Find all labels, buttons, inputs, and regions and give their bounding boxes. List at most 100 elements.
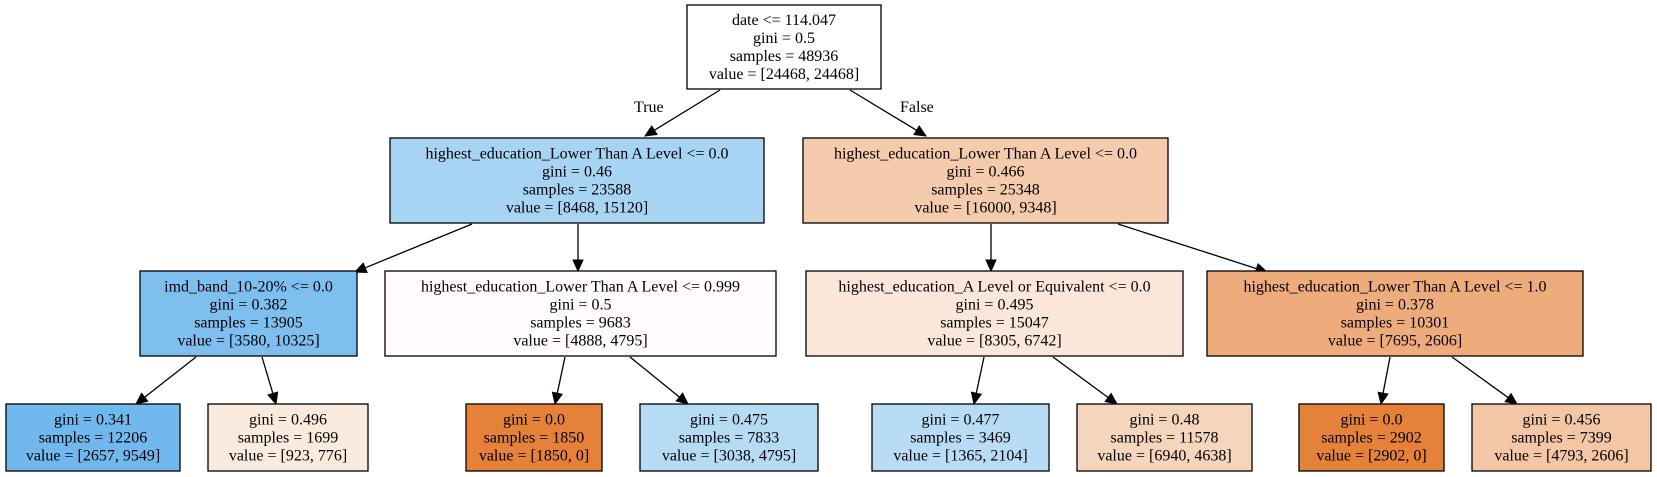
edge-label: False: [900, 99, 934, 116]
node-box: [1076, 403, 1253, 472]
arrowhead-icon: [1104, 392, 1118, 405]
arrowhead-icon: [135, 392, 149, 405]
node-box: [5, 403, 181, 472]
tree-node-n6: highest_education_Lower Than A Level <= …: [1206, 270, 1584, 357]
node-line: gini = 0.378: [1356, 297, 1434, 314]
node-line: samples = 11578: [1111, 430, 1219, 447]
node-line: value = [6940, 4638]: [1097, 448, 1231, 465]
node-line: samples = 1699: [238, 430, 339, 447]
node-line: value = [923, 776]: [229, 448, 347, 465]
tree-node-n2: highest_education_Lower Than A Level <= …: [802, 137, 1169, 224]
node-line: samples = 2902: [1321, 430, 1422, 447]
edge-n0-n1: True: [634, 89, 721, 137]
node-line: samples = 9683: [530, 315, 631, 332]
node-line: gini = 0.5: [550, 297, 612, 314]
node-box: [871, 403, 1050, 472]
arrowhead-icon: [675, 392, 689, 405]
tree-node-n4: highest_education_Lower Than A Level <= …: [384, 270, 777, 357]
node-line: samples = 15047: [940, 315, 1049, 332]
node-line: samples = 10301: [1341, 315, 1450, 332]
edge-line: [261, 356, 274, 394]
node-box: [1206, 270, 1584, 357]
edge-line: [1052, 356, 1109, 399]
arrowhead-icon: [1377, 391, 1389, 406]
node-line: gini = 0.341: [54, 412, 132, 429]
arrowhead-icon: [970, 391, 983, 406]
edge-line: [556, 356, 566, 394]
edge-n6-n13: [1377, 356, 1391, 406]
node-box: [207, 403, 369, 472]
edge-n5-n11: [970, 356, 985, 406]
arrowhead-icon: [353, 262, 368, 273]
node-line: samples = 25348: [931, 182, 1040, 199]
edge-n5-n12: [1052, 356, 1118, 405]
node-line: gini = 0.46: [542, 164, 612, 181]
node-line: value = [1850, 0]: [479, 448, 589, 465]
node-line: value = [4888, 4795]: [513, 333, 647, 350]
node-line: gini = 0.48: [1130, 412, 1200, 429]
node-line: gini = 0.477: [922, 412, 1000, 429]
node-line: value = [8305, 6742]: [927, 333, 1061, 350]
edge-n2-n5: [985, 224, 997, 273]
node-line: value = [8468, 15120]: [506, 200, 648, 217]
edge-n6-n14: [1451, 356, 1518, 405]
node-line: highest_education_Lower Than A Level <= …: [834, 146, 1137, 163]
node-line: gini = 0.0: [1341, 412, 1403, 429]
node-line: value = [4793, 2606]: [1494, 448, 1628, 465]
node-line: highest_education_Lower Than A Level <= …: [1243, 279, 1546, 296]
node-line: samples = 7833: [679, 430, 780, 447]
node-line: gini = 0.475: [690, 412, 768, 429]
edge-n1-n3: [353, 223, 473, 273]
edge-n4-n10: [629, 356, 689, 405]
arrowhead-icon: [643, 125, 658, 137]
node-box: [465, 403, 603, 472]
node-line: samples = 7399: [1511, 430, 1612, 447]
node-line: gini = 0.495: [956, 297, 1034, 314]
node-line: value = [24468, 24468]: [709, 66, 859, 83]
node-line: samples = 13905: [194, 315, 303, 332]
node-box: [139, 270, 358, 357]
edge-label: True: [634, 99, 664, 116]
node-line: value = [3580, 10325]: [177, 333, 319, 350]
edge-line: [144, 356, 197, 398]
node-line: value = [2657, 9549]: [26, 448, 160, 465]
edge-line: [849, 89, 917, 131]
node-line: gini = 0.5: [753, 30, 815, 47]
edge-line: [364, 223, 473, 269]
node-line: value = [7695, 2606]: [1328, 333, 1462, 350]
arrowhead-icon: [551, 391, 564, 406]
node-line: samples = 48936: [730, 48, 839, 65]
arrowhead-icon: [572, 259, 584, 273]
edge-n3-n8: [261, 356, 279, 406]
node-line: value = [2902, 0]: [1316, 448, 1426, 465]
tree-node-n1: highest_education_Lower Than A Level <= …: [389, 137, 765, 224]
node-line: highest_education_A Level or Equivalent …: [838, 279, 1150, 296]
tree-node-n5: highest_education_A Level or Equivalent …: [805, 270, 1184, 357]
node-line: highest_education_Lower Than A Level <= …: [421, 279, 740, 296]
node-line: value = [3038, 4795]: [662, 448, 796, 465]
edge-line: [1451, 356, 1509, 399]
edge-n4-n9: [551, 356, 566, 406]
node-line: gini = 0.456: [1523, 412, 1601, 429]
edge-n0-n2: False: [849, 89, 934, 137]
node-line: samples = 1850: [484, 430, 585, 447]
edge-line: [654, 89, 721, 131]
arrowhead-icon: [267, 391, 279, 406]
arrowhead-icon: [1504, 392, 1518, 405]
node-line: gini = 0.0: [503, 412, 565, 429]
node-box: [805, 270, 1184, 357]
node-box: [1298, 403, 1445, 472]
node-box: [384, 270, 777, 357]
edge-n1-n4: [572, 224, 584, 273]
edge-line: [1117, 223, 1257, 270]
node-line: samples = 12206: [39, 430, 148, 447]
